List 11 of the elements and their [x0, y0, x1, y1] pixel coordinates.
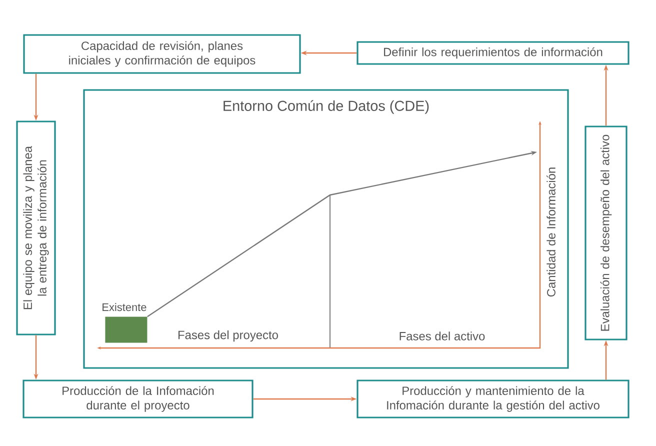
- axis-label: Fases del proyecto: [178, 330, 278, 342]
- process-box: Evaluación de desempeño del activo: [584, 126, 628, 340]
- process-box: Definir los requerimientos de información: [356, 41, 630, 65]
- process-box: Producción de la Infomación durante el proyecto: [22, 380, 254, 418]
- process-box: Producción y mantenimiento de la Infomación durante la gestión del activo: [356, 380, 630, 418]
- process-box: El equipo se moviliza y planea la entrega de información: [16, 120, 56, 336]
- axis-label: Cantidad de Información: [546, 168, 556, 296]
- block-label: Existente: [102, 303, 146, 312]
- process-box: Capacidad de revisión, planes iniciales y confirmación de equipos: [23, 34, 301, 74]
- frame-heading: Entorno Común de Datos (CDE): [224, 100, 429, 114]
- axis-label: Fases del activo: [400, 332, 485, 340]
